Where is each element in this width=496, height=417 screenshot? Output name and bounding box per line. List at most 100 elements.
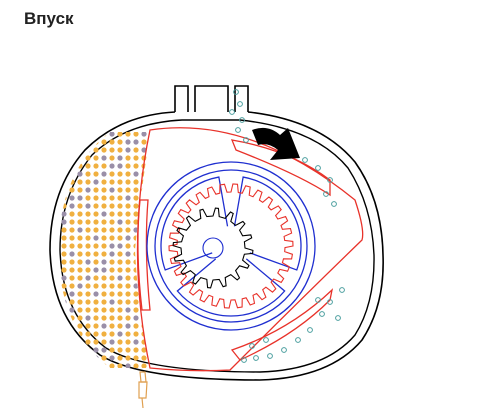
- fuel-droplet: [69, 267, 75, 273]
- fuel-droplet: [109, 163, 115, 169]
- fuel-droplet: [117, 227, 123, 233]
- fuel-droplet: [61, 171, 67, 177]
- intake-bubble: [239, 117, 245, 123]
- fuel-droplet: [133, 203, 139, 209]
- fuel-droplet: [109, 347, 115, 353]
- fuel-droplet: [117, 323, 123, 329]
- fuel-droplet: [93, 187, 99, 193]
- fuel-droplet: [109, 331, 115, 337]
- fuel-droplet: [61, 299, 67, 305]
- fuel-droplet: [149, 315, 150, 321]
- fuel-droplet: [109, 299, 115, 305]
- fuel-droplet: [125, 195, 131, 201]
- fuel-droplet: [85, 331, 91, 337]
- fuel-droplet: [141, 139, 147, 145]
- fuel-droplet: [133, 155, 139, 161]
- fuel-droplet: [117, 147, 123, 153]
- fuel-droplet: [149, 339, 150, 345]
- fuel-droplet: [77, 211, 83, 217]
- fuel-droplet: [109, 235, 115, 241]
- fuel-droplet: [101, 171, 107, 177]
- fuel-droplet: [61, 195, 67, 201]
- fuel-droplet: [69, 339, 75, 345]
- fuel-droplet: [117, 203, 123, 209]
- fuel-droplet: [141, 211, 147, 217]
- intake-bubble: [327, 177, 333, 183]
- fuel-droplet: [125, 179, 131, 185]
- fuel-droplet: [101, 251, 107, 257]
- fuel-droplet: [117, 163, 123, 169]
- fuel-droplet: [77, 291, 83, 297]
- fuel-droplet: [125, 163, 131, 169]
- fuel-droplet: [93, 219, 99, 225]
- fuel-droplet: [93, 163, 99, 169]
- fuel-droplet: [149, 323, 150, 329]
- fuel-droplet: [85, 323, 91, 329]
- fuel-droplet: [61, 155, 67, 161]
- fuel-droplet: [109, 219, 115, 225]
- fuel-droplet: [69, 275, 75, 281]
- fuel-droplet: [77, 187, 83, 193]
- fuel-droplet: [93, 347, 99, 353]
- fuel-droplet: [101, 267, 107, 273]
- fuel-droplet: [93, 355, 99, 361]
- fuel-droplet: [93, 171, 99, 177]
- intake-charge: [229, 89, 345, 363]
- fuel-droplet: [93, 363, 99, 368]
- fuel-droplet: [93, 147, 99, 153]
- fuel-droplet: [109, 315, 115, 321]
- fuel-droplet: [117, 132, 123, 137]
- fuel-droplet: [77, 355, 83, 361]
- fuel-droplet: [109, 323, 115, 329]
- fuel-droplet: [125, 132, 131, 137]
- fuel-droplet: [125, 243, 131, 249]
- fuel-droplet: [149, 195, 150, 201]
- fuel-droplet: [141, 299, 147, 305]
- fuel-droplet: [133, 291, 139, 297]
- fuel-droplet: [133, 132, 139, 137]
- fuel-droplet: [117, 211, 123, 217]
- fuel-droplet: [117, 315, 123, 321]
- pinion-teeth: [172, 207, 254, 289]
- fuel-droplet: [69, 315, 75, 321]
- fuel-droplet: [85, 363, 91, 368]
- fuel-droplet: [133, 163, 139, 169]
- fuel-droplet: [77, 132, 83, 137]
- fuel-droplet: [85, 219, 91, 225]
- fuel-droplet: [117, 363, 123, 368]
- internal-gear: [146, 161, 316, 331]
- rotor-internal-teeth: [168, 183, 294, 309]
- fuel-droplet: [101, 203, 107, 209]
- fuel-droplet: [149, 347, 150, 353]
- fuel-droplet: [117, 251, 123, 257]
- intake-bubble: [281, 347, 287, 353]
- fuel-droplet: [125, 267, 131, 273]
- eccentric-shaft-gear: [172, 207, 254, 289]
- fuel-droplet: [133, 363, 139, 368]
- fuel-droplet: [77, 267, 83, 273]
- fuel-droplet: [141, 291, 147, 297]
- fuel-droplet: [101, 355, 107, 361]
- intake-bubble: [295, 337, 301, 343]
- fuel-droplet: [117, 283, 123, 289]
- fuel-droplet: [69, 299, 75, 305]
- fuel-droplet: [85, 163, 91, 169]
- engine-housing: [49, 85, 384, 381]
- fuel-droplet: [133, 283, 139, 289]
- gear-inner-ring: [154, 169, 308, 323]
- fuel-droplet: [85, 227, 91, 233]
- fuel-droplet: [77, 227, 83, 233]
- fuel-droplet: [61, 267, 67, 273]
- fuel-droplet: [101, 315, 107, 321]
- intake-bubble: [229, 109, 235, 115]
- fuel-droplet: [109, 187, 115, 193]
- fuel-droplet: [109, 363, 115, 368]
- fuel-droplet: [117, 219, 123, 225]
- fuel-droplet: [109, 251, 115, 257]
- fuel-droplet: [85, 139, 91, 145]
- fuel-droplet: [85, 339, 91, 345]
- intake-bubble: [263, 337, 269, 343]
- fuel-droplet: [109, 275, 115, 281]
- fuel-droplet: [85, 179, 91, 185]
